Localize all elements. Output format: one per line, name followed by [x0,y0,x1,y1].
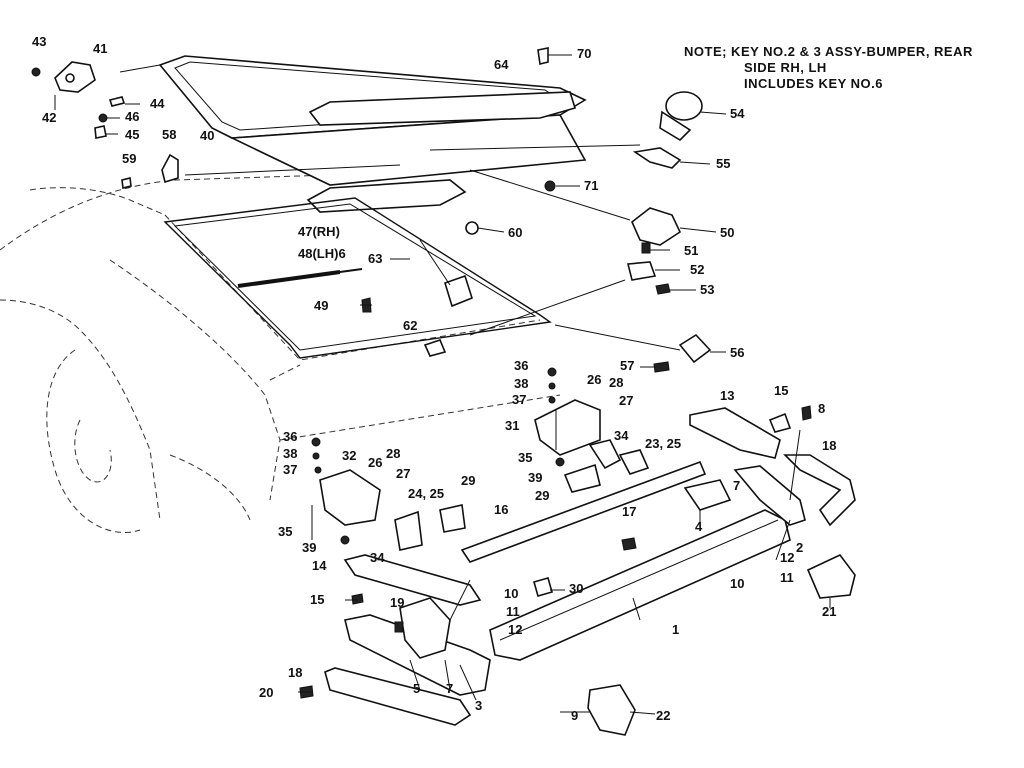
callout-c14: 14 [312,558,327,573]
callout-c54: 54 [730,106,745,121]
callout-c15a: 15 [774,383,788,398]
callout-c11a: 11 [506,604,520,619]
callout-c23: 23, 25 [645,436,681,451]
callout-c31: 31 [505,418,519,433]
callout-c63: 63 [368,251,382,266]
note-block: NOTE; KEY NO.2 & 3 ASSY-BUMPER, REAR SID… [684,44,973,92]
callout-c44: 44 [150,96,165,111]
callout-c57: 57 [620,358,634,373]
callout-c1: 1 [672,622,679,637]
callout-c12b: 12 [780,550,794,565]
callout-c5: 5 [413,681,420,696]
callout-c46: 46 [125,109,139,124]
callout-c8: 8 [818,401,825,416]
callout-c29a: 29 [535,488,549,503]
callout-c36b: 36 [283,429,297,444]
callout-c10b: 10 [730,576,744,591]
bumper-reinforcement-16 [460,460,707,563]
callout-c19: 19 [390,595,404,610]
callout-c18a: 18 [822,438,836,453]
callout-c26a: 26 [587,372,601,387]
callout-c27b: 27 [396,466,410,481]
callout-c28b: 28 [386,446,400,461]
note-line-2: SIDE RH, LH [744,60,827,75]
callout-c24: 24, 25 [408,486,444,501]
back-door-panel [158,55,587,213]
callout-c22: 22 [656,708,670,723]
callout-c9: 9 [571,708,578,723]
callout-c47: 47(RH) [298,224,340,239]
rear-bumper-1 [489,509,791,661]
callout-c64: 64 [494,57,509,72]
callout-c55: 55 [716,156,730,171]
callout-c38b: 38 [283,446,297,461]
callout-c49: 49 [314,298,328,313]
callout-c3: 3 [475,698,482,713]
callout-c17: 17 [622,504,636,519]
callout-c18b: 18 [288,665,302,680]
hinge-41 [31,61,161,93]
note-line-1: NOTE; KEY NO.2 & 3 ASSY-BUMPER, REAR [684,44,973,59]
callout-c26b: 26 [368,455,382,470]
callout-c36a: 36 [514,358,528,373]
callout-c29b: 29 [461,473,475,488]
callout-c37a: 37 [512,392,526,407]
callout-c71: 71 [584,178,598,193]
callout-c4: 4 [695,519,703,534]
callout-c59: 59 [122,151,136,166]
callout-c20: 20 [259,685,273,700]
small-parts [94,47,712,373]
callout-c62: 62 [403,318,417,333]
callout-c7a: 7 [733,478,740,493]
callout-c13: 13 [720,388,734,403]
note-line-3: INCLUDES KEY NO.6 [744,76,884,91]
callout-c53: 53 [700,282,714,297]
bumper-side-right [683,405,856,599]
callout-c38a: 38 [514,376,528,391]
callout-c10a: 10 [504,586,518,601]
callout-c45: 45 [125,127,139,142]
callout-c56: 56 [730,345,744,360]
callout-c40: 40 [200,128,214,143]
callout-c39a: 39 [528,470,542,485]
callout-c51: 51 [684,243,698,258]
gas-stay [237,268,363,288]
callout-c34a: 34 [614,428,629,443]
callout-c50: 50 [720,225,734,240]
callout-c35b: 35 [278,524,292,539]
callout-c11b: 11 [780,570,794,585]
callout-c12a: 12 [508,622,522,637]
callout-c28a: 28 [609,375,623,390]
callout-c32: 32 [342,448,356,463]
callout-c34b: 34 [370,550,385,565]
callout-c60: 60 [508,225,522,240]
callout-c43: 43 [32,34,46,49]
callout-c15b: 15 [310,592,324,607]
window-weatherstrip-62 [163,197,552,359]
callout-c37b: 37 [283,462,297,477]
callout-c21: 21 [822,604,836,619]
callout-c35a: 35 [518,450,532,465]
callout-c52: 52 [690,262,704,277]
bumper-brackets [311,367,650,551]
callout-c42: 42 [42,110,56,125]
callout-c70: 70 [577,46,591,61]
callout-c30: 30 [569,581,583,596]
leader-lines [54,54,831,715]
callout-c27a: 27 [619,393,633,408]
callout-c16: 16 [494,502,508,517]
callout-c41: 41 [93,41,107,56]
callout-c39b: 39 [302,540,316,555]
callout-c7b: 7 [446,681,453,696]
bumper-side-left [299,537,637,736]
callout-c48: 48(LH)6 [298,246,346,261]
callout-c2: 2 [796,540,803,555]
callout-c58: 58 [162,127,176,142]
